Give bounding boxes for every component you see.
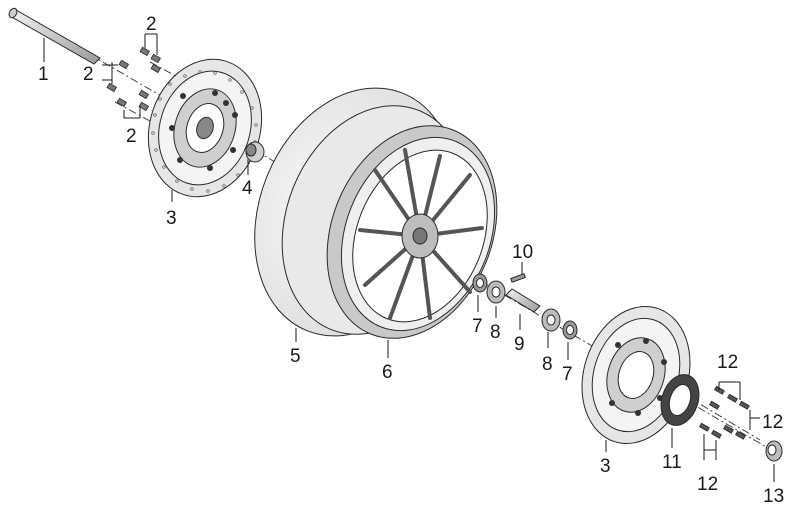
callout-12-right: 12 xyxy=(762,412,783,433)
callout-10: 10 xyxy=(512,242,533,263)
callout-1: 1 xyxy=(38,64,49,85)
left-spacer xyxy=(245,141,265,163)
callout-6: 6 xyxy=(382,362,393,383)
callout-7-right: 7 xyxy=(562,364,573,385)
callout-8-right: 8 xyxy=(542,354,553,375)
right-bearing xyxy=(541,308,561,332)
callout-8-left: 8 xyxy=(490,322,501,343)
axle-part xyxy=(8,7,101,65)
callout-2-top: 2 xyxy=(146,14,157,35)
callout-9: 9 xyxy=(514,334,525,355)
left-bearing xyxy=(486,280,506,304)
callout-3-left: 3 xyxy=(166,208,177,229)
callout-3-right: 3 xyxy=(600,456,611,477)
rim xyxy=(326,125,498,339)
callout-12-bottom: 12 xyxy=(697,474,718,495)
right-disc-bolts xyxy=(698,385,750,440)
callout-7-left: 7 xyxy=(472,316,483,337)
leader-lines xyxy=(43,33,775,482)
callout-2-bottom: 2 xyxy=(126,126,137,147)
left-seal xyxy=(472,273,488,293)
axle-nut xyxy=(765,440,783,462)
callout-5: 5 xyxy=(290,346,301,367)
tire-valve xyxy=(510,273,526,283)
bolt-centerline-upper xyxy=(149,61,261,123)
left-brake-disc xyxy=(147,58,263,198)
callout-11: 11 xyxy=(662,452,682,473)
callout-12-top: 12 xyxy=(717,352,738,373)
callout-4: 4 xyxy=(242,178,253,199)
callout-2-left: 2 xyxy=(83,64,94,85)
left-disc-bolts xyxy=(106,46,162,112)
right-seal xyxy=(562,320,578,340)
callout-labels: 1 2 2 2 3 4 5 6 7 8 9 10 8 7 3 11 12 12 … xyxy=(38,14,784,507)
abs-tone-ring xyxy=(660,374,700,426)
callout-13: 13 xyxy=(763,486,784,507)
inner-spacer xyxy=(505,288,541,313)
